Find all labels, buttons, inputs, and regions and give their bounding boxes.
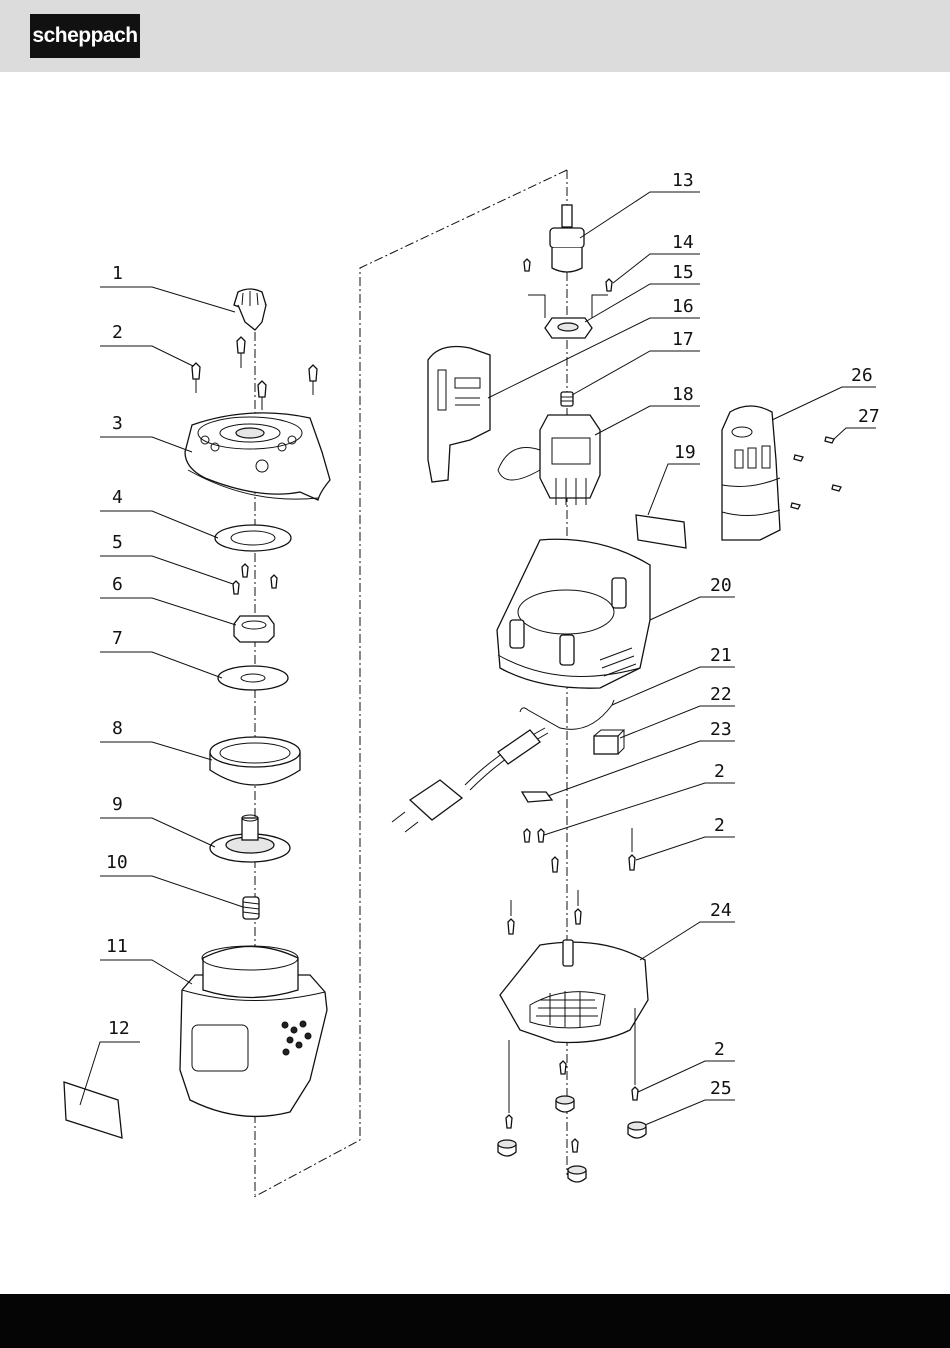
part-16-motor-shell — [428, 347, 490, 483]
callout-22: 22 — [710, 684, 732, 705]
part-18-motor — [498, 415, 600, 505]
callout-2-c: 2 — [714, 815, 725, 836]
part-25-rubber-feet — [498, 1096, 646, 1182]
part-11-lower-housing — [180, 946, 327, 1116]
part-23-clamp — [522, 792, 552, 842]
part-3-top-cover — [185, 413, 330, 500]
callout-2-d: 2 — [714, 1039, 725, 1060]
callout-9: 9 — [112, 794, 123, 815]
callout-19: 19 — [674, 442, 696, 463]
callout-8: 8 — [112, 718, 123, 739]
part-27-screws — [791, 437, 841, 509]
part-9-chuck-plate — [210, 815, 290, 862]
callout-27: 27 — [858, 406, 880, 427]
part-6-nut — [234, 616, 274, 642]
callout-1: 1 — [112, 263, 123, 284]
callout-4: 4 — [112, 487, 123, 508]
callout-26: 26 — [851, 365, 873, 386]
part-4-ring — [215, 525, 291, 551]
part-15-bracket — [528, 295, 608, 338]
callout-3: 3 — [112, 413, 123, 434]
part-1-knob — [234, 289, 266, 330]
part-2-screws-right — [508, 828, 635, 934]
callout-12: 12 — [108, 1018, 130, 1039]
callout-2-b: 2 — [714, 761, 725, 782]
part-17-bushing — [561, 392, 573, 406]
callout-13: 13 — [672, 170, 694, 191]
callout-21: 21 — [710, 645, 732, 666]
callout-16: 16 — [672, 296, 694, 317]
part-13-shaft — [550, 205, 584, 272]
callout-10: 10 — [106, 852, 128, 873]
part-20-middle-housing — [497, 539, 650, 688]
part-26-side-shell — [722, 406, 780, 540]
callout-11: 11 — [106, 936, 128, 957]
part-12-label — [64, 1082, 122, 1138]
part-24-base-plate — [500, 940, 648, 1043]
page-footer — [0, 1294, 950, 1348]
part-22-switch — [594, 730, 624, 754]
callout-17: 17 — [672, 329, 694, 350]
callout-14: 14 — [672, 232, 694, 253]
callout-18: 18 — [672, 384, 694, 405]
part-8-clamp-ring — [210, 737, 300, 785]
part-10-spring — [243, 897, 259, 919]
power-cable-plug — [392, 728, 548, 832]
callout-6: 6 — [112, 574, 123, 595]
callout-25: 25 — [710, 1078, 732, 1099]
callout-15: 15 — [672, 262, 694, 283]
callout-20: 20 — [710, 575, 732, 596]
part-7-washer — [218, 666, 288, 690]
part-19-label — [636, 515, 686, 548]
callout-7: 7 — [112, 628, 123, 649]
callout-24: 24 — [710, 900, 732, 921]
callout-5: 5 — [112, 532, 123, 553]
callout-2: 2 — [112, 322, 123, 343]
callout-23: 23 — [710, 719, 732, 740]
